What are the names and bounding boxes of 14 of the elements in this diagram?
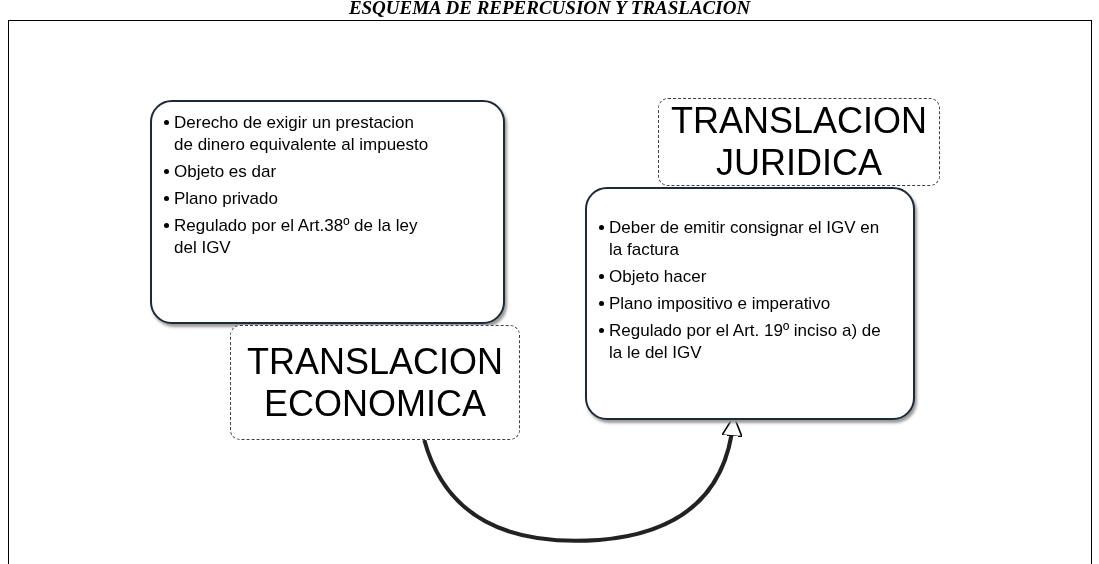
box-heading: TRANSLACION JURIDICA bbox=[669, 100, 928, 184]
box-heading: TRANSLACION ECONOMICA bbox=[245, 340, 504, 425]
bullet-text: Plano impositivo e imperativo bbox=[609, 293, 831, 315]
bullet-text: Deber de emitir consignar el IGV en la factura bbox=[609, 217, 881, 261]
bullet-text: Regulado por el Art. 19º inciso a) de la le del IGV bbox=[609, 320, 882, 364]
bullet-text: Objeto es dar bbox=[174, 161, 277, 183]
title-box bbox=[230, 325, 520, 440]
bullet-text: Objeto hacer bbox=[609, 266, 707, 288]
bullet-text: Derecho de exigir un prestacion de dinero equivalente al impuesto bbox=[174, 112, 429, 156]
rounded-card bbox=[150, 100, 505, 324]
title: ESQUEMA DE REPERCUSION Y TRASLACION bbox=[347, 0, 752, 18]
rounded-card bbox=[585, 187, 915, 420]
bullet-text: Regulado por el Art.38º de la ley del IGV bbox=[174, 215, 419, 259]
bullet-text: Plano privado bbox=[174, 188, 278, 210]
